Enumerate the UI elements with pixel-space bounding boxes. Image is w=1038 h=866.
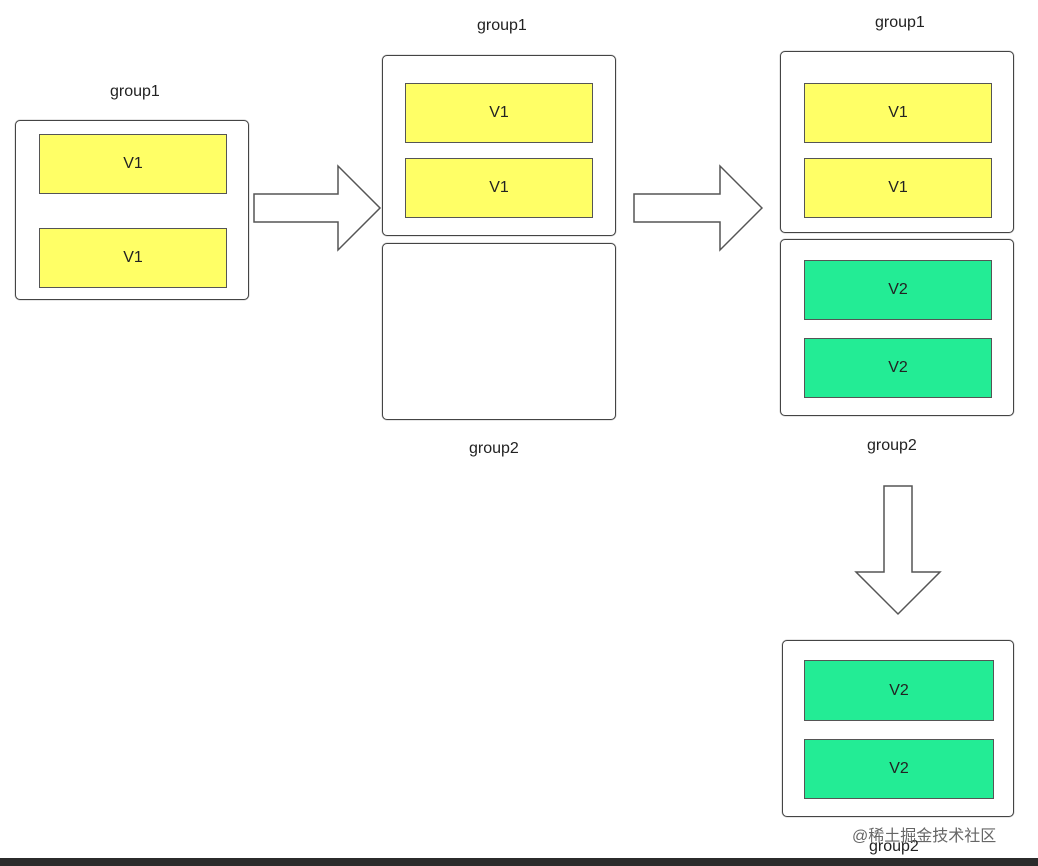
- v1-box: V1: [405, 83, 593, 143]
- group1-container-mid: V1 V1: [382, 55, 616, 236]
- group2-container-mid-empty: [382, 243, 616, 420]
- group1-label-right: group1: [875, 14, 925, 31]
- group2-container-bottom: V2 V2: [782, 640, 1014, 817]
- group1-label-mid: group1: [477, 17, 527, 34]
- v2-box: V2: [804, 660, 994, 721]
- group1-label-left: group1: [110, 83, 160, 100]
- bottom-bar: [0, 858, 1038, 866]
- v2-box: V2: [804, 739, 994, 799]
- group2-label-bottom: group2: [869, 838, 919, 855]
- down-arrow-icon: [854, 485, 942, 616]
- group2-label-mid: group2: [469, 440, 519, 457]
- v1-box: V1: [405, 158, 593, 218]
- v1-box: V1: [39, 228, 227, 288]
- v1-box: V1: [804, 158, 992, 218]
- group2-label-right: group2: [867, 437, 917, 454]
- group1-container-right: V1 V1: [780, 51, 1014, 233]
- group2-container-right: V2 V2: [780, 239, 1014, 416]
- v1-box: V1: [804, 83, 992, 143]
- v2-box: V2: [804, 260, 992, 320]
- right-arrow-icon: [633, 164, 764, 252]
- right-arrow-icon: [253, 164, 382, 252]
- watermark: @稀土掘金技术社区: [852, 828, 997, 845]
- group1-container-left: V1 V1: [15, 120, 249, 300]
- v2-box: V2: [804, 338, 992, 398]
- v1-box: V1: [39, 134, 227, 194]
